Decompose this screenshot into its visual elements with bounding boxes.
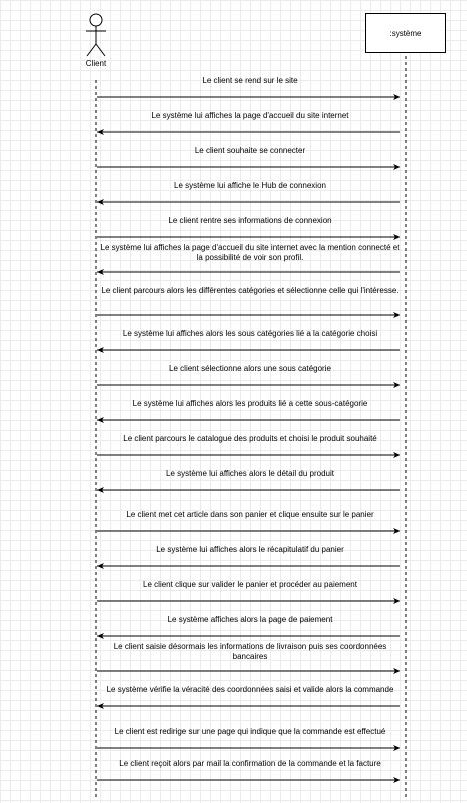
message-arrows [97, 94, 400, 783]
message-label-14: Le système lui affiches alors le récapit… [156, 545, 344, 554]
message-label-15: Le client clique sur valider le panier e… [143, 580, 357, 589]
message-label-16: Le système affiches alors la page de pai… [167, 615, 333, 624]
message-label-17: Le client saisie désormais les informati… [113, 642, 387, 661]
message-label-5: Le client rentre ses informations de con… [168, 216, 332, 225]
message-arrow-13 [97, 528, 400, 534]
message-label-2: Le système lui affiches la page d'accuei… [151, 111, 349, 120]
message-label-12: Le système lui affiches alors le détail … [166, 469, 334, 478]
message-label-20: Le client reçoit alors par mail la confi… [119, 759, 381, 768]
message-arrow-7 [97, 312, 400, 318]
message-arrow-14 [97, 563, 400, 569]
message-label-9: Le client sélectionne alors une sous cat… [169, 364, 331, 373]
message-arrow-11 [97, 452, 400, 458]
message-arrow-20 [97, 777, 400, 783]
message-arrow-6 [97, 269, 400, 275]
message-label-18: Le système vérifie la véracité des coord… [106, 685, 394, 694]
message-label-10: Le système lui affiches alors les produi… [132, 399, 368, 408]
client-actor-label: Client [85, 59, 107, 68]
message-label-7: Le client parcours alors les différentes… [101, 286, 399, 295]
message-arrow-16 [97, 633, 400, 639]
message-arrow-10 [97, 417, 400, 423]
message-label-6: Le système lui affiches la page d'accuei… [100, 243, 400, 262]
system-participant-box: :système [365, 13, 446, 53]
system-participant-label: :système [389, 28, 422, 38]
message-label-3: Le client souhaite se connecter [194, 146, 306, 155]
message-label-19: Le client est redirige sur une page qui … [114, 727, 386, 736]
message-arrow-2 [97, 129, 400, 135]
client-actor-icon [86, 13, 106, 57]
message-arrow-1 [97, 94, 400, 100]
message-arrow-18 [97, 703, 400, 709]
message-arrow-4 [97, 199, 400, 205]
message-label-4: Le système lui affiche le Hub de connexi… [174, 181, 326, 190]
message-label-13: Le client met cet article dans son panie… [126, 510, 374, 519]
message-arrow-9 [97, 382, 400, 388]
message-arrow-12 [97, 487, 400, 493]
message-label-1: Le client se rend sur le site [202, 76, 298, 85]
message-arrow-17 [97, 668, 400, 674]
message-label-8: Le système lui affiches alors les sous c… [122, 329, 378, 338]
message-arrow-3 [97, 164, 400, 170]
message-arrow-8 [97, 347, 400, 353]
message-arrow-15 [97, 598, 400, 604]
message-arrow-19 [97, 745, 400, 751]
message-arrow-5 [97, 234, 400, 240]
message-label-11: Le client parcours le catalogue des prod… [123, 434, 377, 443]
